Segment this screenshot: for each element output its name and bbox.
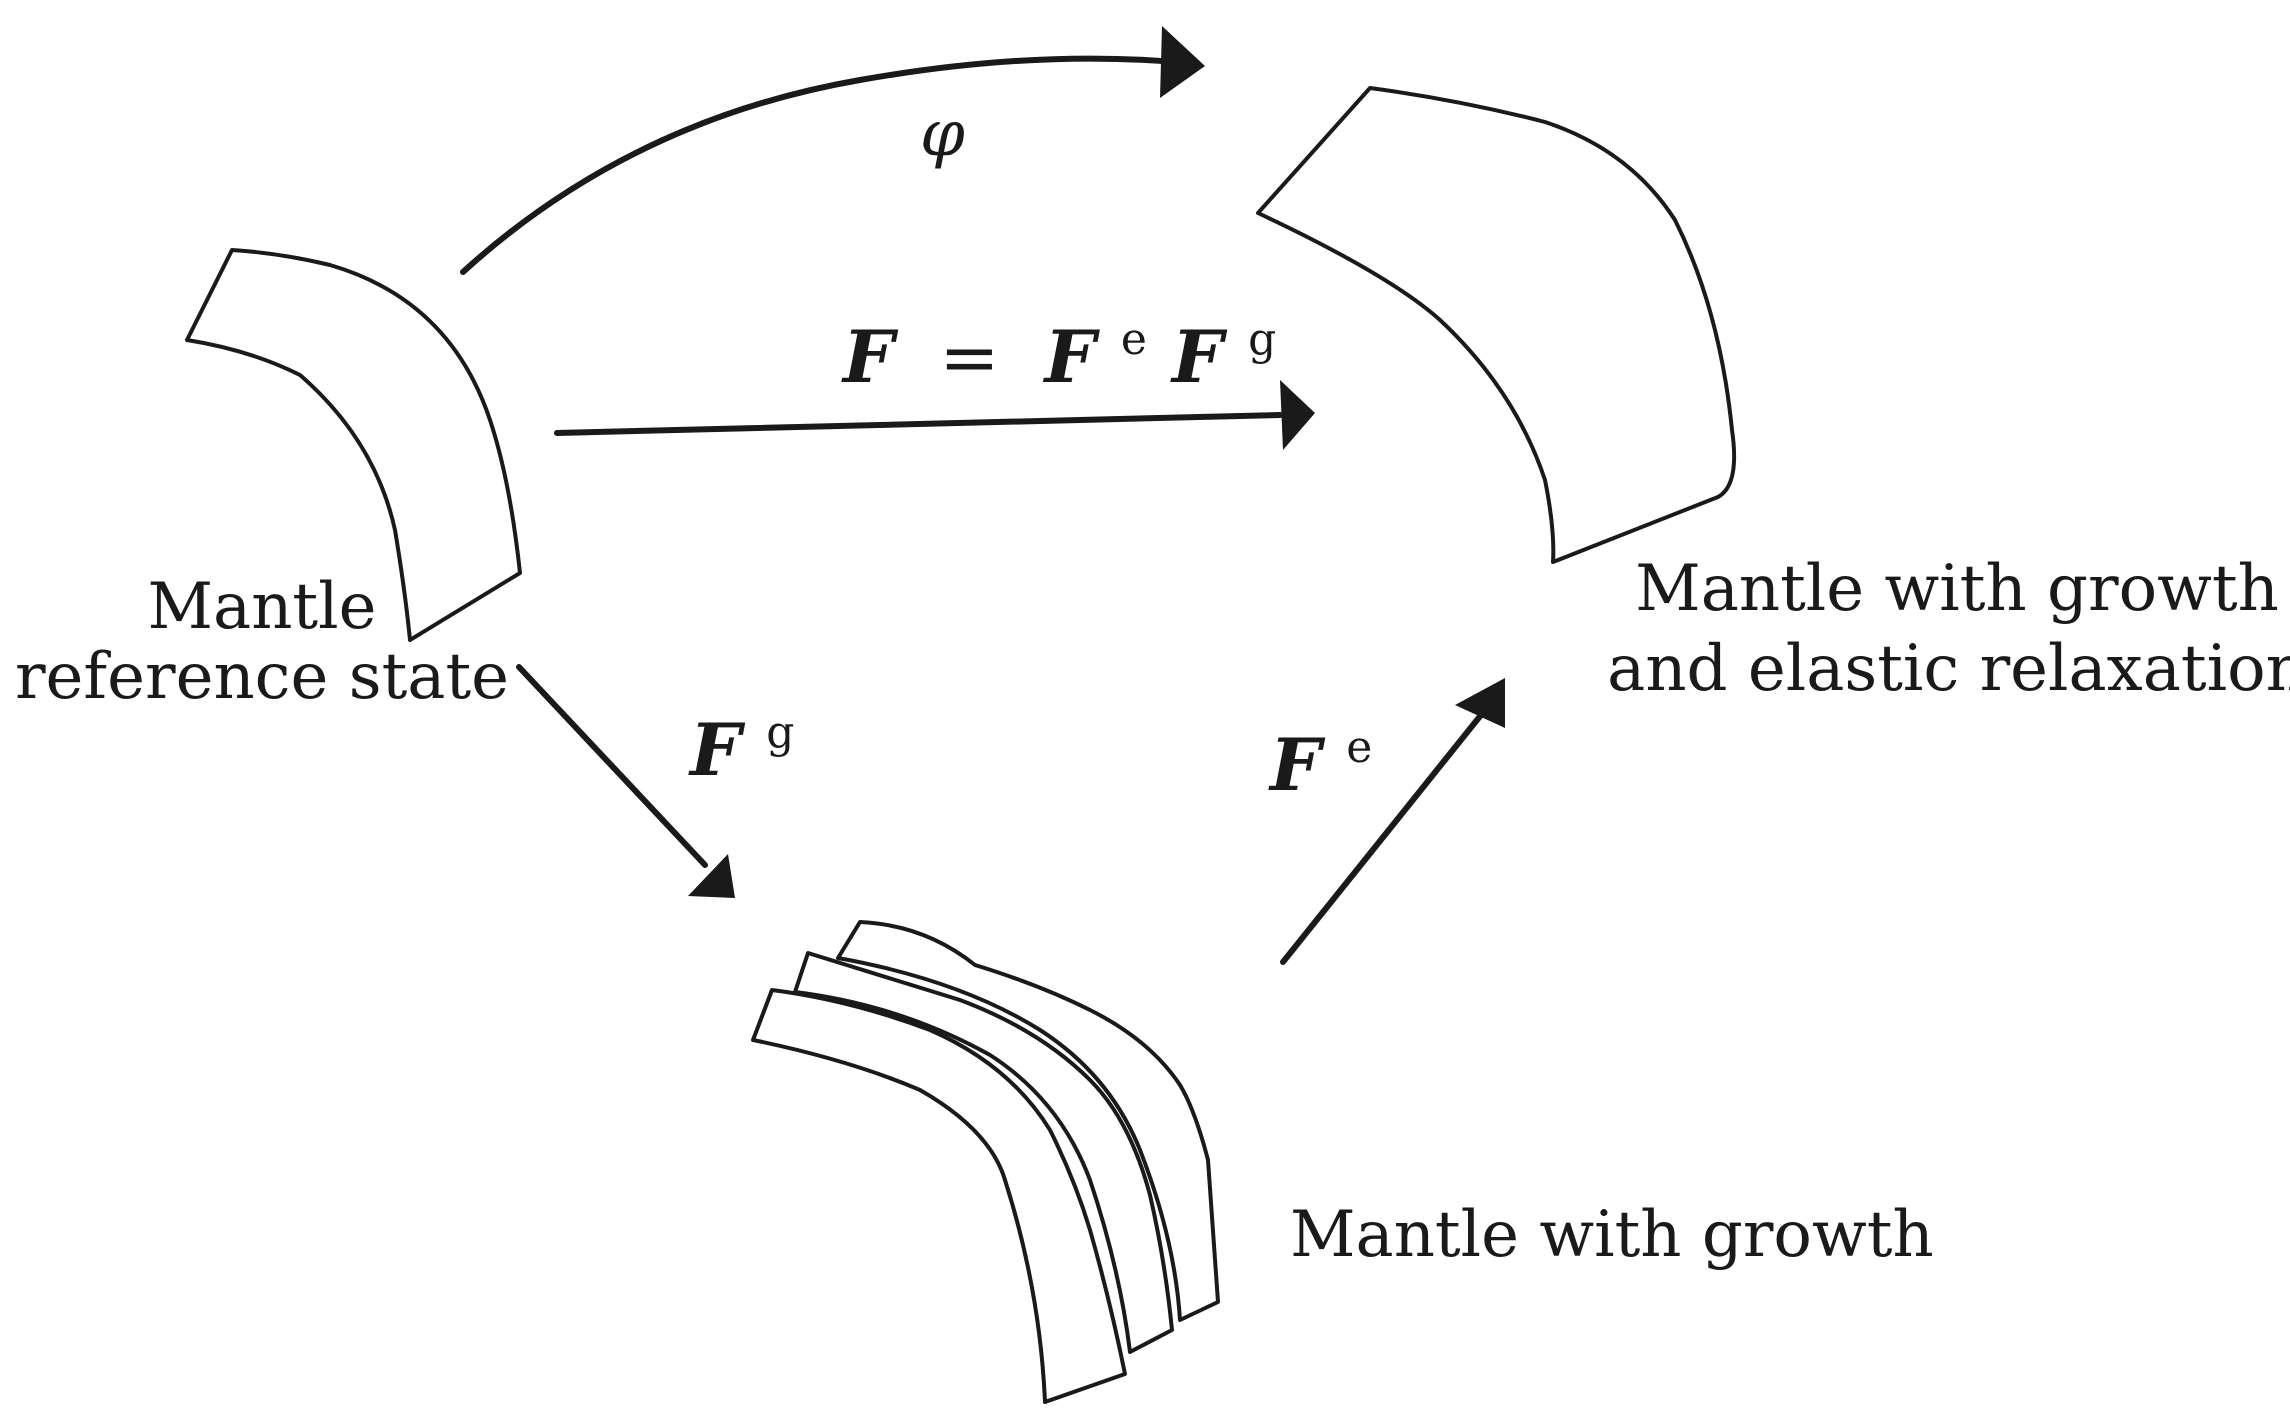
phi-label: φ (920, 97, 965, 171)
total-Fe: F (1043, 314, 1101, 399)
elastic-arrow-line (1280, 707, 1488, 965)
total-equals: = (939, 315, 999, 399)
total-sup-g: g (1248, 314, 1276, 365)
elastic-arrow: F e (1268, 678, 1505, 965)
growth-sup-g: g (766, 707, 794, 758)
growth-layer-back (836, 920, 1220, 1322)
elastic-sup-e: e (1346, 722, 1372, 773)
relaxed-state-label-line2: and elastic relaxation (1607, 632, 2290, 706)
reference-state-label-line1: Mantle (148, 570, 377, 644)
growth-arrow-head (688, 854, 735, 898)
growth-layer-middle (793, 951, 1174, 1354)
relaxed-state-label-line1: Mantle with growth (1635, 552, 2279, 626)
phi-arrow-head (1160, 26, 1205, 98)
total-sup-e: e (1121, 314, 1147, 365)
total-arrow-line (554, 412, 1283, 436)
growth-arrow-line (516, 664, 708, 868)
phi-arrow: φ (460, 26, 1205, 275)
growth-F: F (688, 707, 746, 792)
reference-state-label-line2: reference state (15, 640, 509, 714)
total-F: F (841, 314, 899, 399)
growth-arrow-label: F g (688, 707, 794, 792)
total-deformation-label: F = F e F g (841, 286, 1276, 399)
reference-state-shape (185, 248, 522, 642)
growth-arrow: F g (516, 664, 794, 898)
elastic-arrow-head (1455, 678, 1505, 728)
elastic-F: F (1268, 722, 1326, 807)
relaxed-state-shape (1256, 86, 1737, 564)
phi-arrow-line (460, 55, 1178, 275)
elastic-arrow-label: F e (1268, 722, 1372, 807)
growth-layer-front (751, 988, 1127, 1404)
growth-state-shapes (751, 920, 1220, 1404)
total-deformation-arrow: F = F e F g (554, 286, 1315, 450)
total-arrow-head (1280, 380, 1315, 450)
total-Fg: F (1170, 314, 1228, 399)
growth-state-label: Mantle with growth (1290, 1198, 1934, 1272)
